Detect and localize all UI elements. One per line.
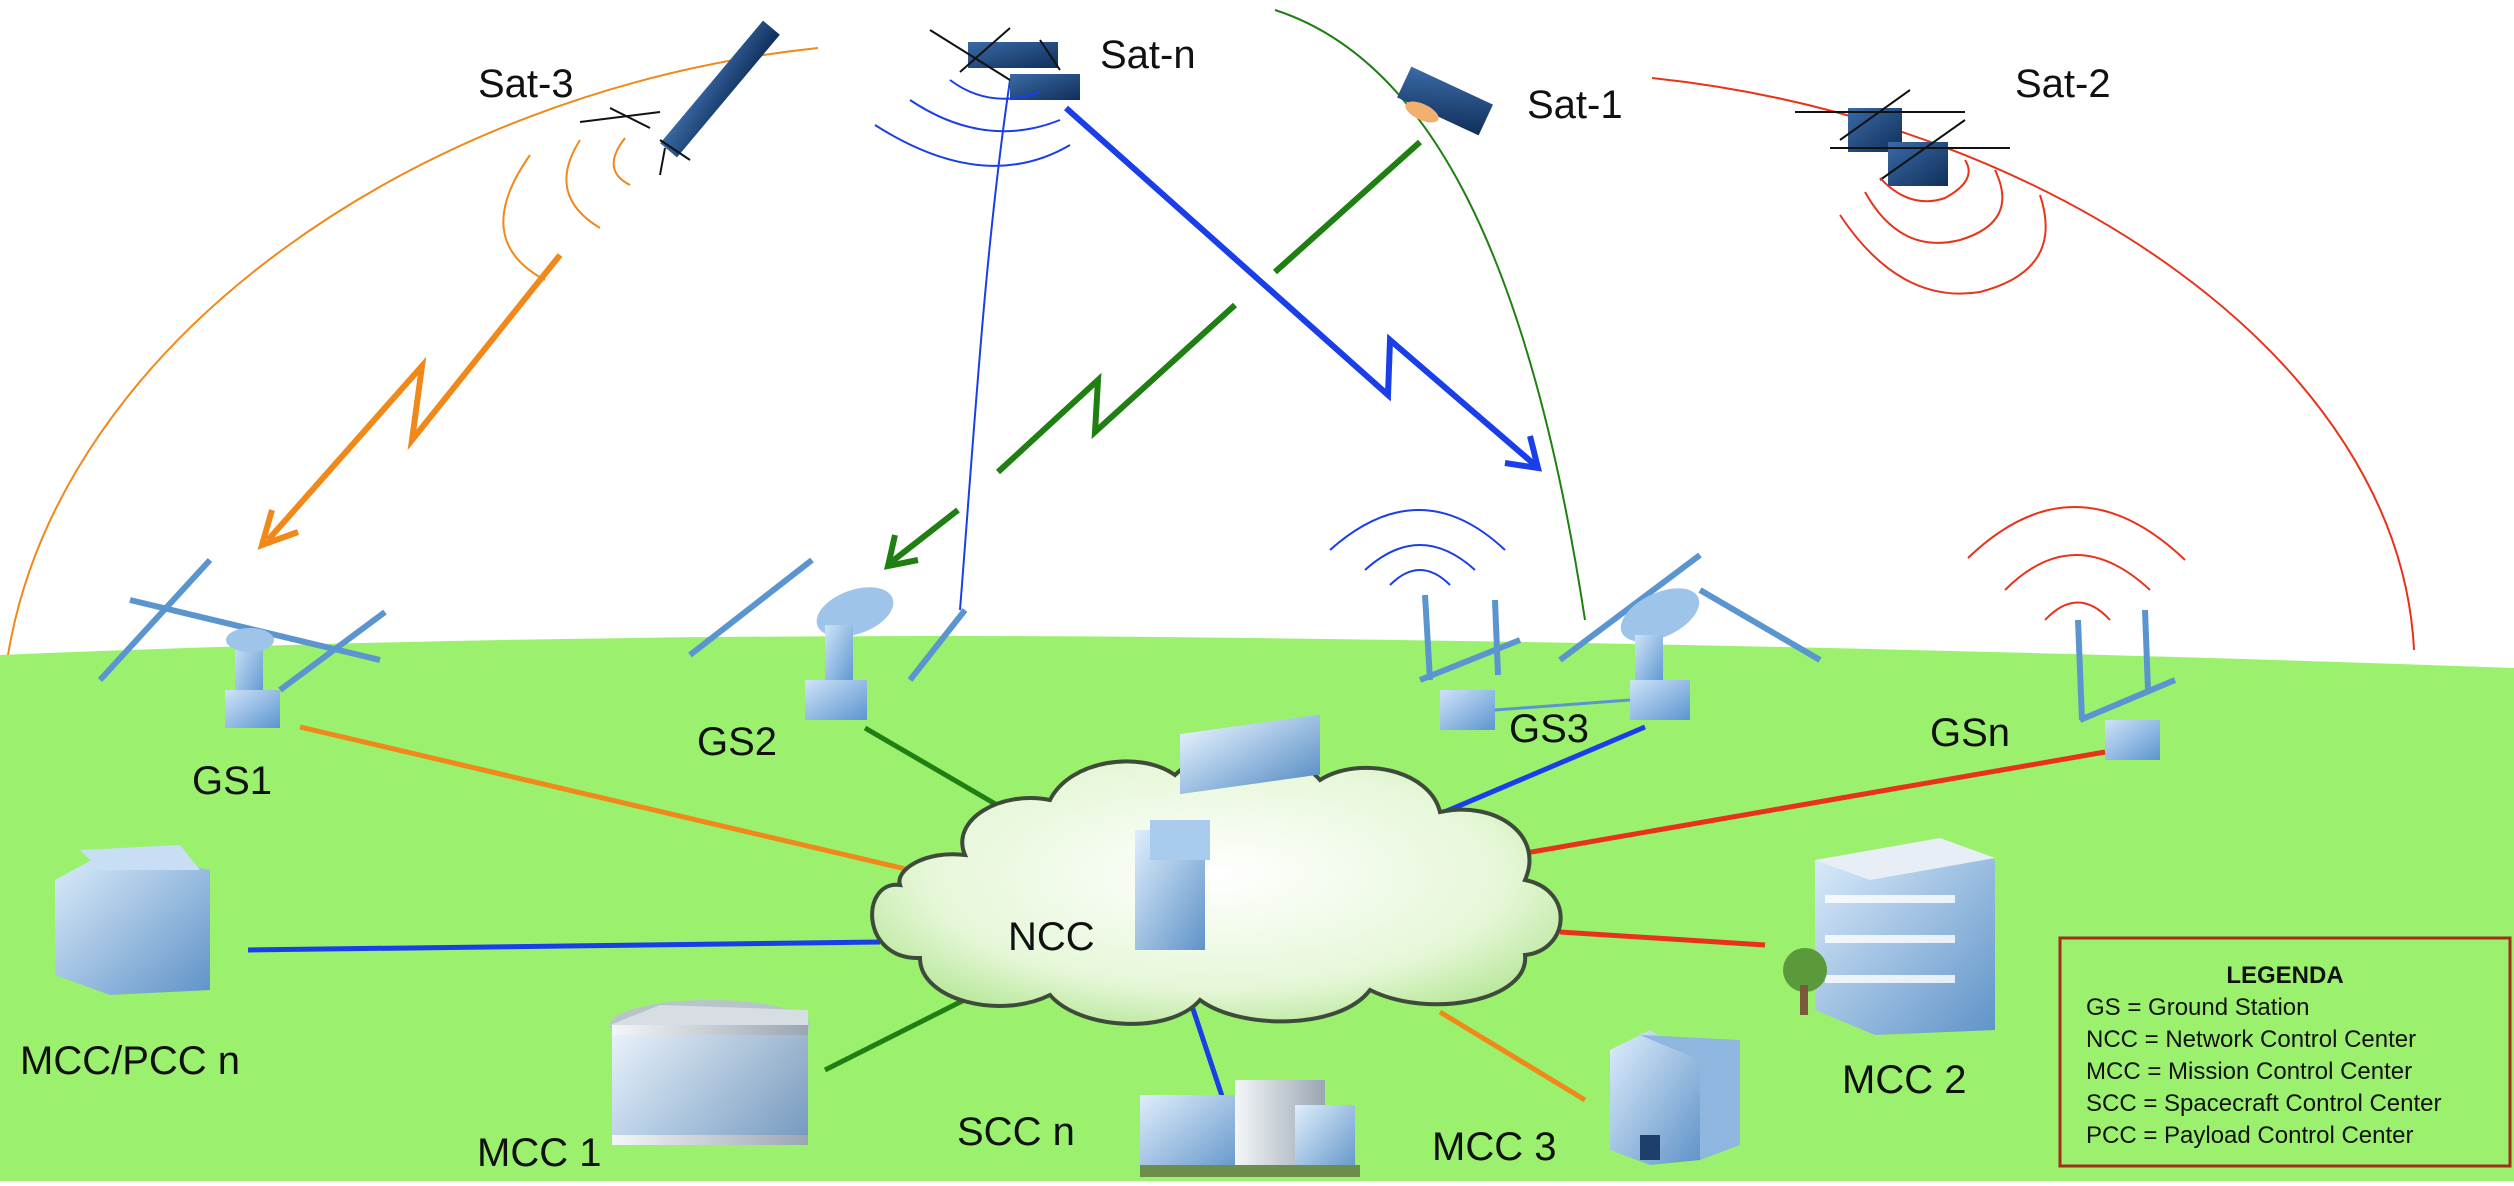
ncc-building-icon (1135, 714, 1320, 950)
orbit-sat3 (7, 47, 819, 656)
gs3-signal-icon (1329, 509, 1506, 586)
ncc-cloud (870, 749, 1563, 1026)
sat2-signal-icon (1839, 159, 2047, 295)
orbit-sat1 (1274, 9, 1586, 621)
mcc3-building-icon (1610, 1030, 1740, 1165)
mcc-pcc-n-building-icon (55, 845, 210, 995)
mcc2-label: MCC 2 (1842, 1058, 1966, 1102)
sat1-label: Sat-1 (1527, 83, 1623, 127)
sat3-signal-icon (502, 137, 631, 281)
legend-item-gs: GS = Ground Station (2086, 994, 2309, 1021)
gs3-antenna-icon (1418, 552, 1822, 730)
legend-item-ncc: NCC = Network Control Center (2086, 1026, 2416, 1053)
mcc1-label: MCC 1 (477, 1131, 601, 1175)
satn-label: Sat-n (1100, 33, 1196, 77)
satn-downlink-arrow (1064, 105, 1537, 468)
orbit-sat2 (1651, 77, 2415, 651)
satn-signal-icon (874, 79, 1071, 167)
gs3-label: GS3 (1509, 707, 1589, 751)
sat3-downlink-arrow (265, 253, 563, 542)
sat3-icon (579, 20, 780, 176)
orbit-satn (959, 79, 1011, 611)
gs1-label: GS1 (192, 759, 272, 803)
gsn-label: GSn (1930, 711, 2010, 755)
sat3-label: Sat-3 (478, 62, 574, 106)
sat2-label: Sat-2 (2015, 62, 2111, 106)
legend-item-scc: SCC = Spacecraft Control Center (2086, 1090, 2442, 1117)
gs1-antenna-icon (97, 557, 387, 728)
gs2-label: GS2 (697, 720, 777, 764)
mcc1-building-icon (610, 1000, 810, 1145)
mcc3-label: MCC 3 (1432, 1125, 1556, 1169)
satn-icon (929, 27, 1080, 100)
link-gsn-ncc (1439, 749, 2106, 871)
gsn-antenna-icon (2075, 609, 2177, 760)
sat2-icon (1795, 89, 2010, 186)
sat1-downlink-arrow (888, 139, 1423, 566)
link-mccpcc-ncc (247, 939, 881, 953)
link-gs1-ncc (299, 724, 911, 873)
gsn-signal-icon (1967, 506, 2186, 621)
scc-n-label: SCC n (957, 1110, 1075, 1154)
legend-item-mcc: MCC = Mission Control Center (2086, 1058, 2412, 1085)
legend-item-pcc: PCC = Payload Control Center (2086, 1122, 2414, 1149)
sat1-arrowhead (884, 534, 919, 570)
link-mcc3-ncc (1438, 1009, 1587, 1103)
scc-n-building-icon (1140, 1080, 1360, 1177)
legend-box: LEGENDA GS = Ground Station NCC = Networ… (2058, 936, 2512, 1168)
mcc2-building-icon (1783, 838, 1995, 1035)
link-mcc2-ncc (1559, 929, 1766, 948)
mcc-pcc-n-label: MCC/PCC n (20, 1039, 240, 1083)
sat1-icon (1397, 66, 1493, 136)
legend-title: LEGENDA (2226, 962, 2343, 989)
ncc-label: NCC (1008, 915, 1095, 959)
gs2-antenna-icon (688, 557, 968, 720)
sat3-arrowhead (257, 509, 300, 550)
satn-arrowhead (1504, 435, 1543, 472)
